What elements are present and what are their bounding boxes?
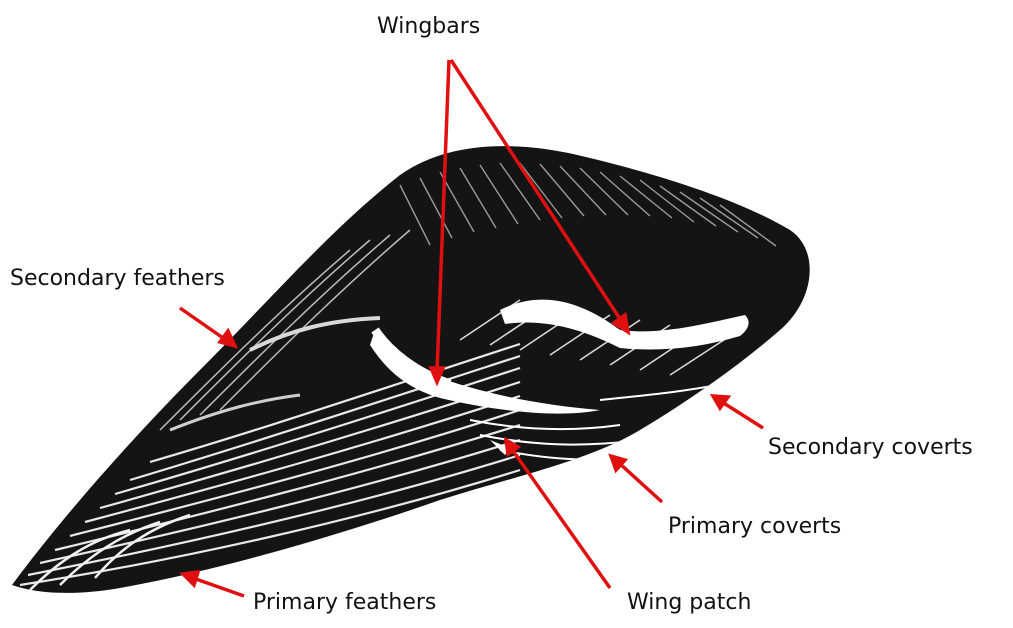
label-secondary-feathers: Secondary feathers	[10, 268, 225, 290]
label-primary-feathers: Primary feathers	[253, 592, 436, 614]
arrow-secondary-feathers	[180, 308, 226, 340]
arrow-secondary-coverts	[722, 402, 763, 428]
arrow-primary-feathers	[193, 578, 244, 596]
label-primary-coverts: Primary coverts	[668, 516, 841, 538]
label-secondary-coverts: Secondary coverts	[768, 437, 973, 459]
label-wingbars: Wingbars	[377, 16, 480, 38]
label-wing-patch: Wing patch	[627, 592, 751, 614]
arrow-wing-patch	[511, 448, 610, 588]
arrow-primary-coverts	[619, 463, 662, 502]
